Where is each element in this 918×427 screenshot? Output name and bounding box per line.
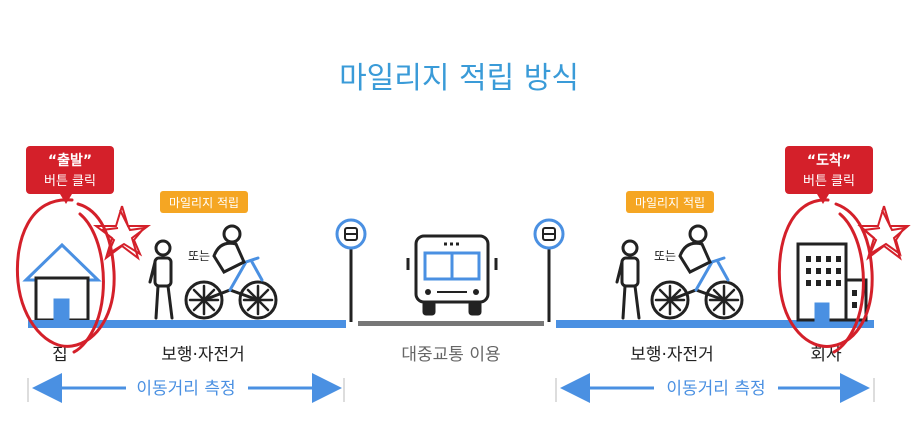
hand-drawn-circle-right [777, 198, 874, 354]
mileage-badge-left: 마일리지 적립 [160, 191, 248, 213]
road-right [556, 320, 874, 328]
distance-label-right: 이동거리 측정 [666, 379, 765, 399]
office-building-icon [796, 242, 868, 322]
home-label: 집 [52, 345, 68, 365]
start-callout-quote: “출발” [48, 152, 92, 169]
bus-icon [406, 234, 498, 316]
pedestrian-icon [148, 239, 174, 320]
cyclist-icon [184, 224, 278, 320]
distance-arrow-right [555, 373, 875, 403]
arrival-callout-sub: 버튼 클릭 [803, 174, 855, 189]
cyclist-icon-right [650, 224, 744, 320]
distance-label-left: 이동거리 측정 [136, 379, 235, 399]
mileage-badge-left-label: 마일리지 적립 [169, 196, 239, 210]
road-middle [358, 321, 544, 326]
arrival-callout: “도착” 버튼 클릭 [785, 146, 873, 204]
diagram-title: 마일리지 적립 방식 [339, 61, 579, 96]
pedestrian-icon-right [615, 239, 641, 320]
arrival-callout-quote: “도착” [807, 152, 851, 169]
hand-drawn-star-right [857, 205, 911, 261]
bus-stop-sign-right [533, 218, 565, 322]
transit-label: 대중교통 이용 [401, 345, 500, 365]
or-text-left: 또는 [188, 249, 210, 263]
distance-arrow-left [27, 373, 345, 403]
walk-bike-label-left: 보행·자전거 [161, 345, 245, 365]
start-callout: “출발” 버튼 클릭 [26, 146, 114, 204]
mileage-badge-right-label: 마일리지 적립 [635, 196, 705, 210]
road-left [28, 320, 346, 328]
walk-bike-label-right: 보행·자전거 [630, 345, 714, 365]
house-icon [22, 242, 102, 322]
bus-stop-sign-left [335, 218, 367, 322]
hand-drawn-star-left [93, 205, 151, 261]
or-text-right: 또는 [654, 249, 676, 263]
mileage-badge-right: 마일리지 적립 [626, 191, 714, 213]
start-callout-sub: 버튼 클릭 [44, 174, 96, 189]
office-label: 회사 [810, 345, 842, 365]
